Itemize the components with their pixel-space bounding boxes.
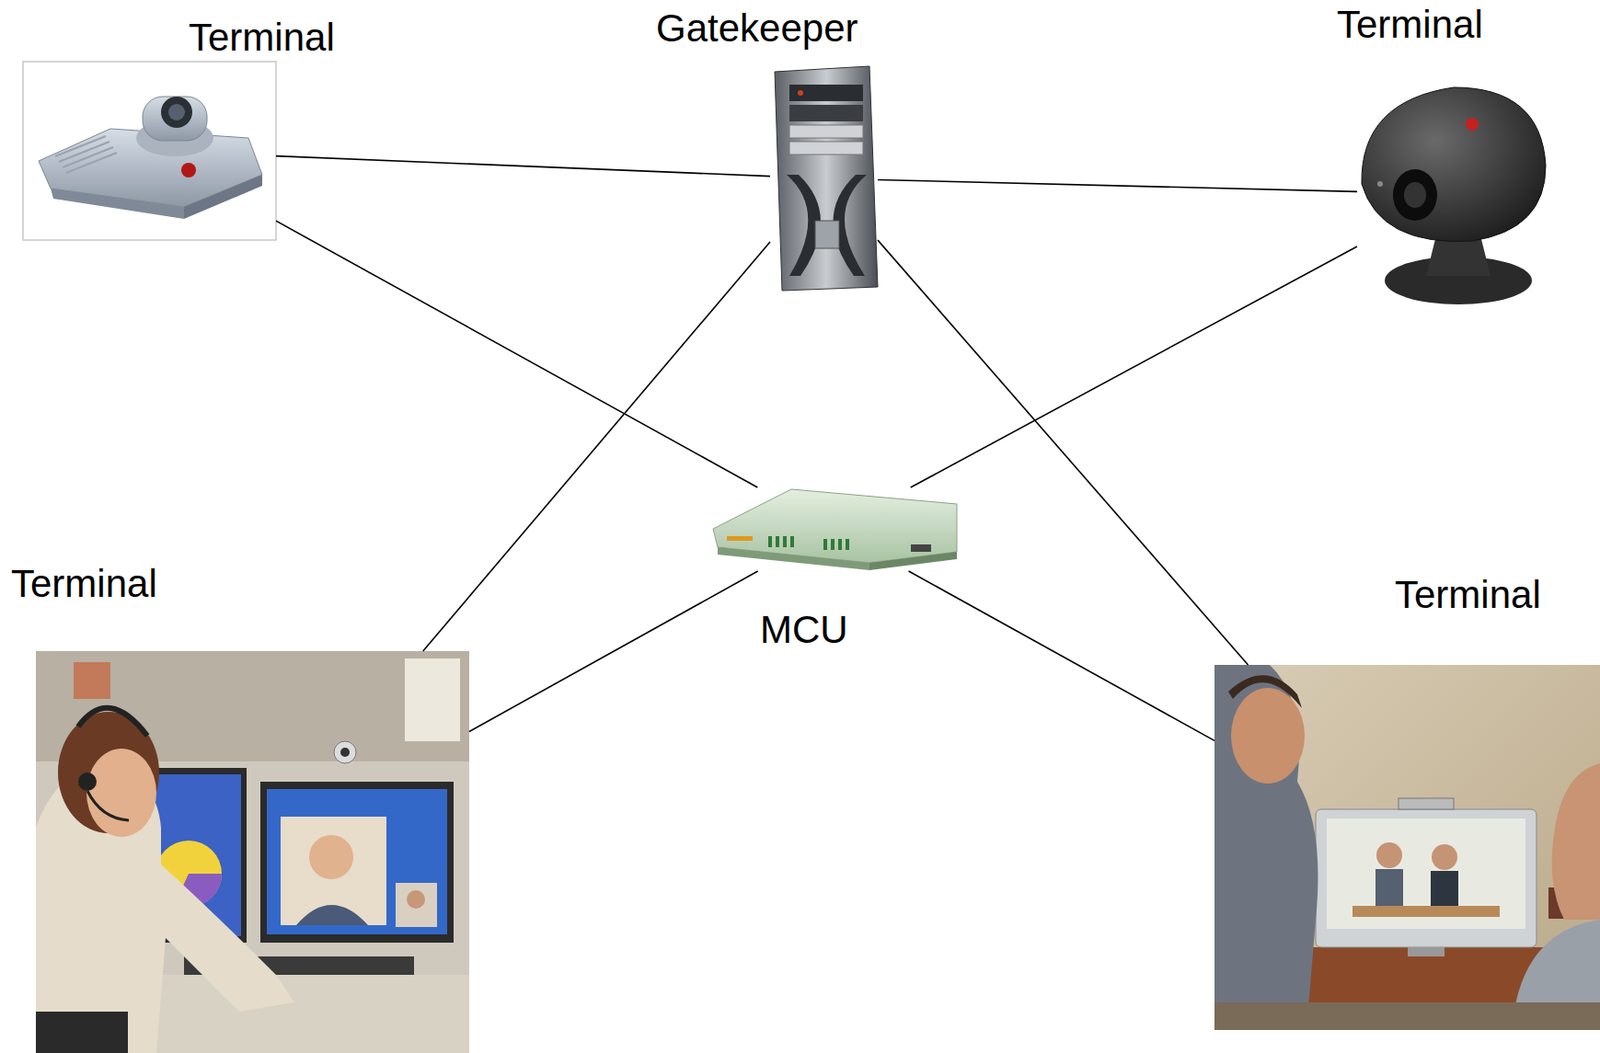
connector-line xyxy=(877,240,1249,666)
connector-line xyxy=(276,220,758,488)
node-label: Terminal xyxy=(188,16,335,59)
terminal-node: Terminal xyxy=(35,651,470,1053)
gatekeeper-node: Gatekeeper xyxy=(770,66,878,291)
node-label: Terminal xyxy=(1336,3,1484,47)
mcu-unit xyxy=(713,489,957,571)
node-label: Terminal xyxy=(1394,574,1542,617)
desktop-photo xyxy=(35,651,470,1053)
connector-stroke xyxy=(909,571,1215,741)
terminal-node: Terminal xyxy=(1214,665,1600,1031)
connector-stroke xyxy=(276,156,771,177)
dome-camera xyxy=(1361,87,1546,305)
connector-stroke xyxy=(423,241,771,652)
connector-line xyxy=(469,571,759,733)
terminal-node: Terminal xyxy=(1357,81,1552,307)
connector-line xyxy=(276,156,771,177)
connector-line xyxy=(909,571,1215,741)
node-label: MCU xyxy=(759,609,849,652)
node-label: Terminal xyxy=(11,563,158,606)
connector-line xyxy=(877,179,1358,192)
connector-stroke xyxy=(910,246,1358,488)
connector-stroke xyxy=(877,179,1358,192)
server-tower xyxy=(774,66,878,291)
living-room-photo xyxy=(1214,665,1600,1031)
connector-stroke xyxy=(276,220,758,488)
connector-stroke xyxy=(877,240,1249,666)
mcu-node: MCU xyxy=(707,487,959,572)
terminal-node: Terminal xyxy=(23,61,277,241)
connector-stroke xyxy=(469,571,759,733)
connector-line xyxy=(423,241,771,652)
connector-line xyxy=(910,246,1358,488)
set-top-unit xyxy=(23,61,277,241)
node-label: Gatekeeper xyxy=(656,7,858,50)
